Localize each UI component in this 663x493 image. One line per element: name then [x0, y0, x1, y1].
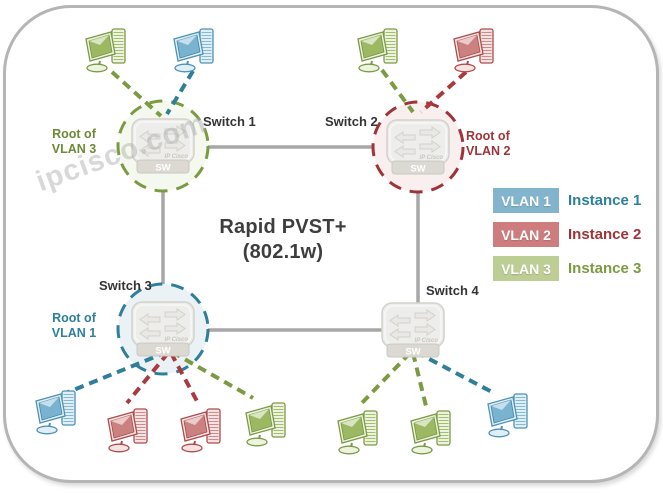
pc-icon-blue [487, 393, 528, 438]
pc-icon-red [107, 408, 148, 453]
root-label-line: VLAN 1 [51, 326, 97, 340]
port-arrow-icon [139, 130, 161, 143]
pc-icon-blue [173, 28, 214, 73]
vlan3-swatch: VLAN 3 [493, 256, 559, 281]
switch-brand-text: IP Cisco [165, 337, 189, 343]
diagram-title: Rapid PVST+ (802.1w) [200, 215, 366, 265]
port-arrow-icon [389, 328, 411, 341]
port-arrow-icon [164, 139, 186, 152]
pc-icon-red [453, 28, 494, 73]
switch1-label: Switch 1 [203, 114, 256, 129]
port-arrow-icon [414, 323, 436, 336]
port-arrow-icon [414, 309, 436, 322]
switch-sw-text: SW [155, 346, 170, 357]
pc-icon-green [357, 28, 398, 73]
access-link-green [110, 70, 163, 118]
vlan2-swatch: VLAN 2 [493, 222, 559, 247]
access-link-green [357, 351, 412, 408]
port-arrow-icon [139, 313, 161, 326]
port-arrow-icon [419, 126, 441, 139]
access-link-red [125, 351, 170, 405]
access-link-blue [415, 350, 493, 394]
pc-icon-green [410, 410, 451, 455]
port-arrow-icon [164, 125, 186, 138]
vlan-legend: VLAN 1 Instance 1 VLAN 2 Instance 2 VLAN… [493, 188, 641, 281]
switch-sw-text: SW [410, 164, 425, 175]
access-link-blue [65, 350, 168, 395]
access-link-red [419, 70, 468, 114]
pc-icon-blue [35, 390, 76, 435]
port-arrow-icon [164, 322, 186, 335]
pc-icon-green [337, 410, 378, 455]
pc-icon-green [85, 28, 126, 73]
root-of-vlan1-label: Root of VLAN 1 [36, 311, 112, 341]
port-arrow-icon [394, 131, 416, 144]
port-arrow-icon [389, 314, 411, 327]
legend-row-vlan2: VLAN 2 Instance 2 [493, 222, 641, 247]
root-label-line: Root of [466, 129, 510, 143]
root-of-vlan3-label: Root of VLAN 3 [36, 127, 112, 157]
port-arrow-icon [419, 140, 441, 153]
switch3-label: Switch 3 [99, 278, 152, 293]
port-arrow-icon [394, 145, 416, 158]
root-label-line: VLAN 2 [466, 144, 511, 158]
switch-sw-text: SW [405, 347, 420, 358]
port-arrow-icon [139, 327, 161, 340]
access-link-green [171, 350, 254, 400]
instance1-label: Instance 1 [568, 192, 642, 209]
pc-icon-green [245, 402, 286, 447]
switch4-label: Switch 4 [426, 283, 479, 298]
port-arrow-icon [139, 144, 161, 157]
access-link-blue [165, 69, 195, 116]
access-link-green [411, 352, 428, 407]
title-line-2: (802.1w) [242, 241, 324, 263]
switch-brand-text: IP Cisco [420, 155, 444, 161]
root-label-line: Root of [52, 127, 96, 141]
title-line-1: Rapid PVST+ [219, 216, 347, 238]
instance3-label: Instance 3 [568, 260, 642, 277]
pc-icon-red [180, 408, 221, 453]
legend-row-vlan1: VLAN 1 Instance 1 [493, 188, 641, 213]
switch-sw-text: SW [155, 163, 170, 174]
legend-row-vlan3: VLAN 3 Instance 3 [493, 256, 641, 281]
vlan1-swatch: VLAN 1 [493, 188, 559, 213]
root-label-line: Root of [52, 311, 96, 325]
root-label-line: VLAN 3 [51, 142, 97, 156]
access-link-green [380, 68, 415, 114]
port-arrow-icon [164, 308, 186, 321]
instance2-label: Instance 2 [568, 226, 642, 243]
root-of-vlan2-label: Root of VLAN 2 [466, 129, 542, 159]
access-link-red [169, 352, 200, 404]
switch2-label: Switch 2 [325, 114, 378, 129]
switch-brand-text: IP Cisco [165, 154, 189, 160]
switch-brand-text: IP Cisco [415, 338, 439, 344]
